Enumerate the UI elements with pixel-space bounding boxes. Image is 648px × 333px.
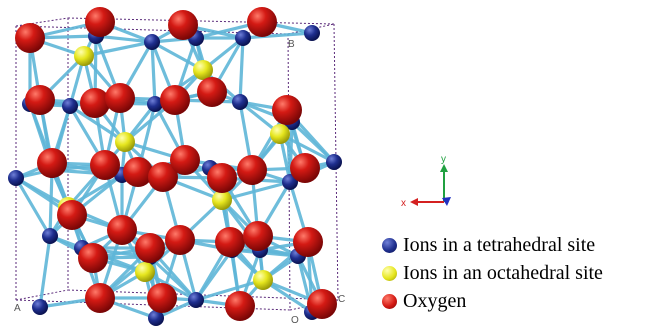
oxygen-ion — [168, 10, 198, 40]
oxygen-ion — [307, 289, 337, 319]
bond — [68, 104, 127, 144]
oxygen-ion-icon — [382, 293, 397, 309]
octahedral-ion — [253, 270, 273, 290]
tetrahedral-ion — [304, 25, 320, 41]
tetrahedral-ion-icon — [382, 237, 397, 253]
oxygen-ion — [37, 148, 67, 178]
legend-item-tetrahedral: Ions in a tetrahedral site — [382, 234, 644, 256]
octahedral-ion — [270, 124, 290, 144]
bond — [238, 36, 245, 104]
legend-label: Oxygen — [403, 289, 467, 312]
tetrahedral-ion — [144, 34, 160, 50]
oxygen-ion — [207, 163, 237, 193]
octahedral-ion — [115, 132, 135, 152]
tetrahedral-ion — [32, 299, 48, 315]
bond — [288, 120, 294, 184]
cell-edge — [15, 289, 69, 301]
oxygen-ion — [272, 95, 302, 125]
octahedral-ion-icon — [382, 265, 397, 281]
legend-item-octahedral: Ions in an octahedral site — [382, 262, 644, 284]
bond — [220, 180, 292, 202]
oxygen-ion — [80, 88, 110, 118]
oxygen-ion — [135, 233, 165, 263]
oxygen-ion — [147, 283, 177, 313]
oxygen-ion — [293, 227, 323, 257]
bond — [290, 120, 336, 164]
tetrahedral-ion — [8, 170, 24, 186]
bond — [194, 248, 234, 302]
octahedral-ion — [135, 262, 155, 282]
cell-label-a: A — [14, 303, 21, 314]
tetrahedral-ion — [42, 228, 58, 244]
octahedral-ion — [74, 46, 94, 66]
oxygen-ion — [90, 150, 120, 180]
y-axis-arrow — [440, 164, 448, 172]
tetrahedral-ion — [62, 98, 78, 114]
tetrahedral-ion — [326, 154, 342, 170]
octahedral-ion — [212, 190, 232, 210]
oxygen-ion — [165, 225, 195, 255]
oxygen-ion — [105, 83, 135, 113]
bond — [82, 40, 154, 58]
atom-layer — [8, 7, 342, 326]
bond — [148, 255, 198, 302]
oxygen-ion — [15, 23, 45, 53]
octahedral-ion — [193, 60, 213, 80]
axis-gizmo: y x — [401, 154, 451, 209]
cell-edge — [15, 25, 289, 35]
oxygen-ion — [85, 283, 115, 313]
x-axis-arrow — [410, 198, 418, 206]
oxygen-ion — [25, 85, 55, 115]
bond — [278, 132, 336, 164]
oxygen-ion — [123, 157, 153, 187]
oxygen-ion — [170, 145, 200, 175]
x-axis-label: x — [401, 198, 406, 209]
tetrahedral-ion — [232, 94, 248, 110]
oxygen-ion — [237, 155, 267, 185]
cell-label-b: B — [288, 39, 295, 50]
oxygen-ion — [215, 227, 245, 257]
tetrahedral-ion — [148, 310, 164, 326]
tetrahedral-ion — [235, 30, 251, 46]
y-axis-label: y — [441, 154, 446, 165]
bond — [241, 31, 314, 40]
crystal-structure: A B C O — [8, 7, 345, 326]
legend-item-oxygen: Oxygen — [382, 290, 644, 312]
bond — [94, 34, 154, 44]
bond — [48, 168, 54, 238]
oxygen-ion — [290, 153, 320, 183]
legend: Ions in a tetrahedral site Ions in an oc… — [382, 234, 644, 318]
oxygen-ion — [107, 215, 137, 245]
z-axis-marker — [442, 197, 451, 206]
tetrahedral-ion — [188, 292, 204, 308]
oxygen-ion — [57, 200, 87, 230]
oxygen-ion — [160, 85, 190, 115]
cell-label-c: C — [338, 294, 345, 305]
oxygen-ion — [85, 7, 115, 37]
legend-label: Ions in an octahedral site — [403, 261, 603, 284]
bond — [38, 234, 52, 309]
bond — [194, 278, 265, 302]
legend-label: Ions in a tetrahedral site — [403, 233, 596, 256]
oxygen-ion — [247, 7, 277, 37]
oxygen-ion — [243, 221, 273, 251]
cell-label-o: O — [291, 315, 299, 326]
tetrahedral-ion — [147, 96, 163, 112]
oxygen-ion — [148, 162, 178, 192]
bond — [14, 176, 52, 238]
oxygen-ion — [197, 77, 227, 107]
oxygen-ion — [225, 291, 255, 321]
oxygen-ion — [78, 243, 108, 273]
bond — [150, 40, 157, 106]
